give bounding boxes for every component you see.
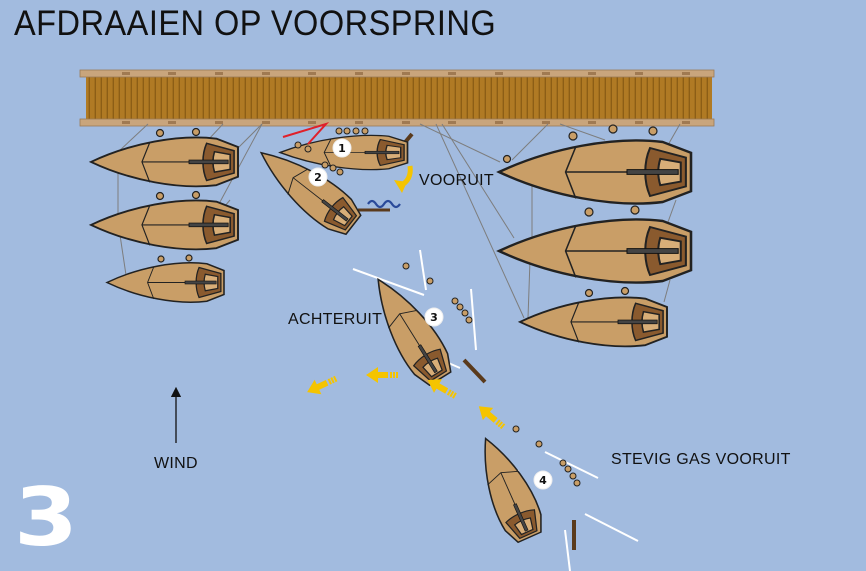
mooring-lines bbox=[117, 123, 681, 319]
wind-label: WIND bbox=[154, 455, 198, 472]
position-label: 3 bbox=[430, 311, 438, 324]
moored-boat bbox=[519, 286, 668, 348]
boat-position-1 bbox=[279, 127, 414, 171]
motion-arrow-icon bbox=[366, 367, 398, 383]
moored-boat bbox=[497, 124, 693, 205]
boat-position-2 bbox=[248, 136, 401, 242]
moored-boat bbox=[106, 254, 225, 303]
step-number: 3 bbox=[14, 471, 79, 564]
turn-arrow-icon bbox=[394, 165, 413, 193]
position-label: 4 bbox=[539, 474, 547, 487]
jetty bbox=[79, 69, 715, 127]
jetty-planks bbox=[86, 76, 712, 120]
prop-wash-icon bbox=[367, 199, 401, 209]
achteruit-label: ACHTERUIT bbox=[288, 311, 383, 328]
motion-arrow-icon bbox=[307, 375, 338, 395]
jetty-rail-bottom bbox=[79, 118, 715, 127]
boat-position-4 bbox=[466, 425, 639, 571]
motion-arrow-icon bbox=[427, 379, 457, 399]
vooruit-label: VOORUIT bbox=[419, 172, 494, 189]
motion-arrows bbox=[307, 367, 506, 430]
position-label: 2 bbox=[314, 171, 322, 184]
stevig-gas-vooruit-label: STEVIG GAS VOORUIT bbox=[611, 451, 791, 468]
motion-arrow-icon bbox=[478, 406, 506, 430]
jetty-rail-top bbox=[79, 69, 715, 78]
spring-line bbox=[282, 122, 330, 145]
boat-position-3 bbox=[352, 249, 487, 391]
moored-boat bbox=[90, 127, 239, 188]
moored-boat bbox=[90, 190, 239, 251]
moored-boat bbox=[497, 205, 693, 284]
position-label: 1 bbox=[338, 142, 346, 155]
page-title: AFDRAAIEN OP VOORSPRING bbox=[14, 4, 497, 43]
